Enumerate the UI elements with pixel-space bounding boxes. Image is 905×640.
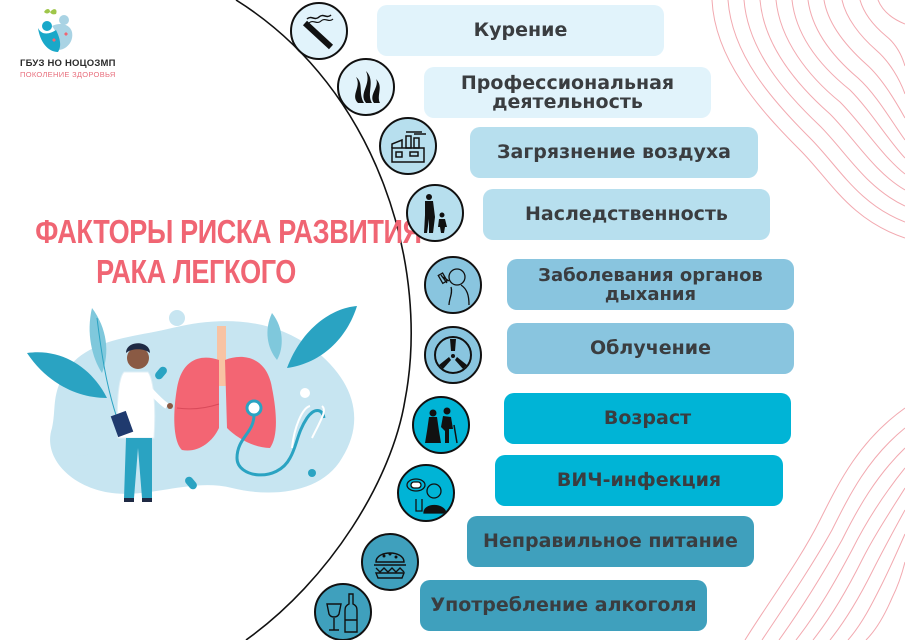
factor-air-pollution: Загрязнение воздуха: [470, 127, 758, 178]
wine-bottle-icon: [314, 583, 372, 640]
doctor-head: [127, 347, 149, 369]
factor-label: Загрязнение воздуха: [497, 141, 731, 163]
cigarette-icon: [290, 2, 348, 60]
factor-label: Возраст: [603, 407, 692, 429]
leaf-right: [287, 306, 357, 368]
page-title: ФАКТОРЫ РИСКА РАЗВИТИЯ РАКА ЛЕГКОГО: [35, 212, 422, 292]
contour-lines-bottom-right: [744, 407, 905, 640]
factor-label: Заболевания органов дыхания: [538, 264, 763, 305]
factor-alcohol: Употребление алкоголя: [420, 580, 707, 631]
factor-hiv: ВИЧ-инфекция: [495, 455, 783, 506]
factor-radiation: Облучение: [507, 323, 794, 374]
leaf-left: [27, 352, 107, 398]
factor-respiratory-diseases: Заболевания органов дыхания: [507, 259, 794, 310]
title-line-1: ФАКТОРЫ РИСКА РАЗВИТИЯ: [35, 213, 422, 250]
factor-label: Употребление алкоголя: [430, 594, 697, 616]
mother-child-icon: [406, 184, 464, 242]
logo: ГБУЗ НО НОЦОЗМП ПОКОЛЕНИЕ ЗДОРОВЬЯ: [10, 6, 130, 86]
clipboard: [110, 410, 134, 438]
elderly-couple-icon: [412, 396, 470, 454]
logo-title: ГБУЗ НО НОЦОЗМП: [20, 58, 116, 69]
contour-lines-top-right: [711, 0, 905, 239]
inhaler-person-icon: [424, 256, 482, 314]
doctor-pants: [124, 438, 152, 498]
divider-arc: [235, 0, 412, 640]
factor-label: Наследственность: [525, 203, 728, 225]
factor-label: Профессиональная деятельность: [460, 71, 675, 113]
factor-label: Курение: [473, 19, 568, 41]
factor-label: Облучение: [590, 337, 711, 359]
family-heart-logo-icon: [38, 9, 73, 52]
factor-label: Неправильное питание: [483, 530, 738, 552]
burger-icon: [361, 533, 419, 591]
factor-age: Возраст: [504, 393, 791, 444]
factor-heredity: Наследственность: [483, 189, 770, 240]
factor-label: ВИЧ-инфекция: [556, 469, 722, 491]
factor-nutrition: Неправильное питание: [467, 516, 754, 567]
leaf-right-small: [267, 313, 282, 360]
radiation-icon: [424, 326, 482, 384]
title-line-2: РАКА ЛЕГКОГО: [96, 253, 296, 290]
pill-patient-icon: [397, 464, 455, 522]
smoke-fumes-icon: [337, 58, 395, 116]
lung-left: [174, 357, 219, 451]
factory-icon: [379, 117, 437, 175]
doctor-lungs-illustration: [27, 306, 357, 502]
factor-smoking: Курение: [377, 5, 664, 56]
logo-subtitle: ПОКОЛЕНИЕ ЗДОРОВЬЯ: [20, 70, 116, 79]
factor-occupation: Профессиональная деятельность: [424, 67, 711, 118]
